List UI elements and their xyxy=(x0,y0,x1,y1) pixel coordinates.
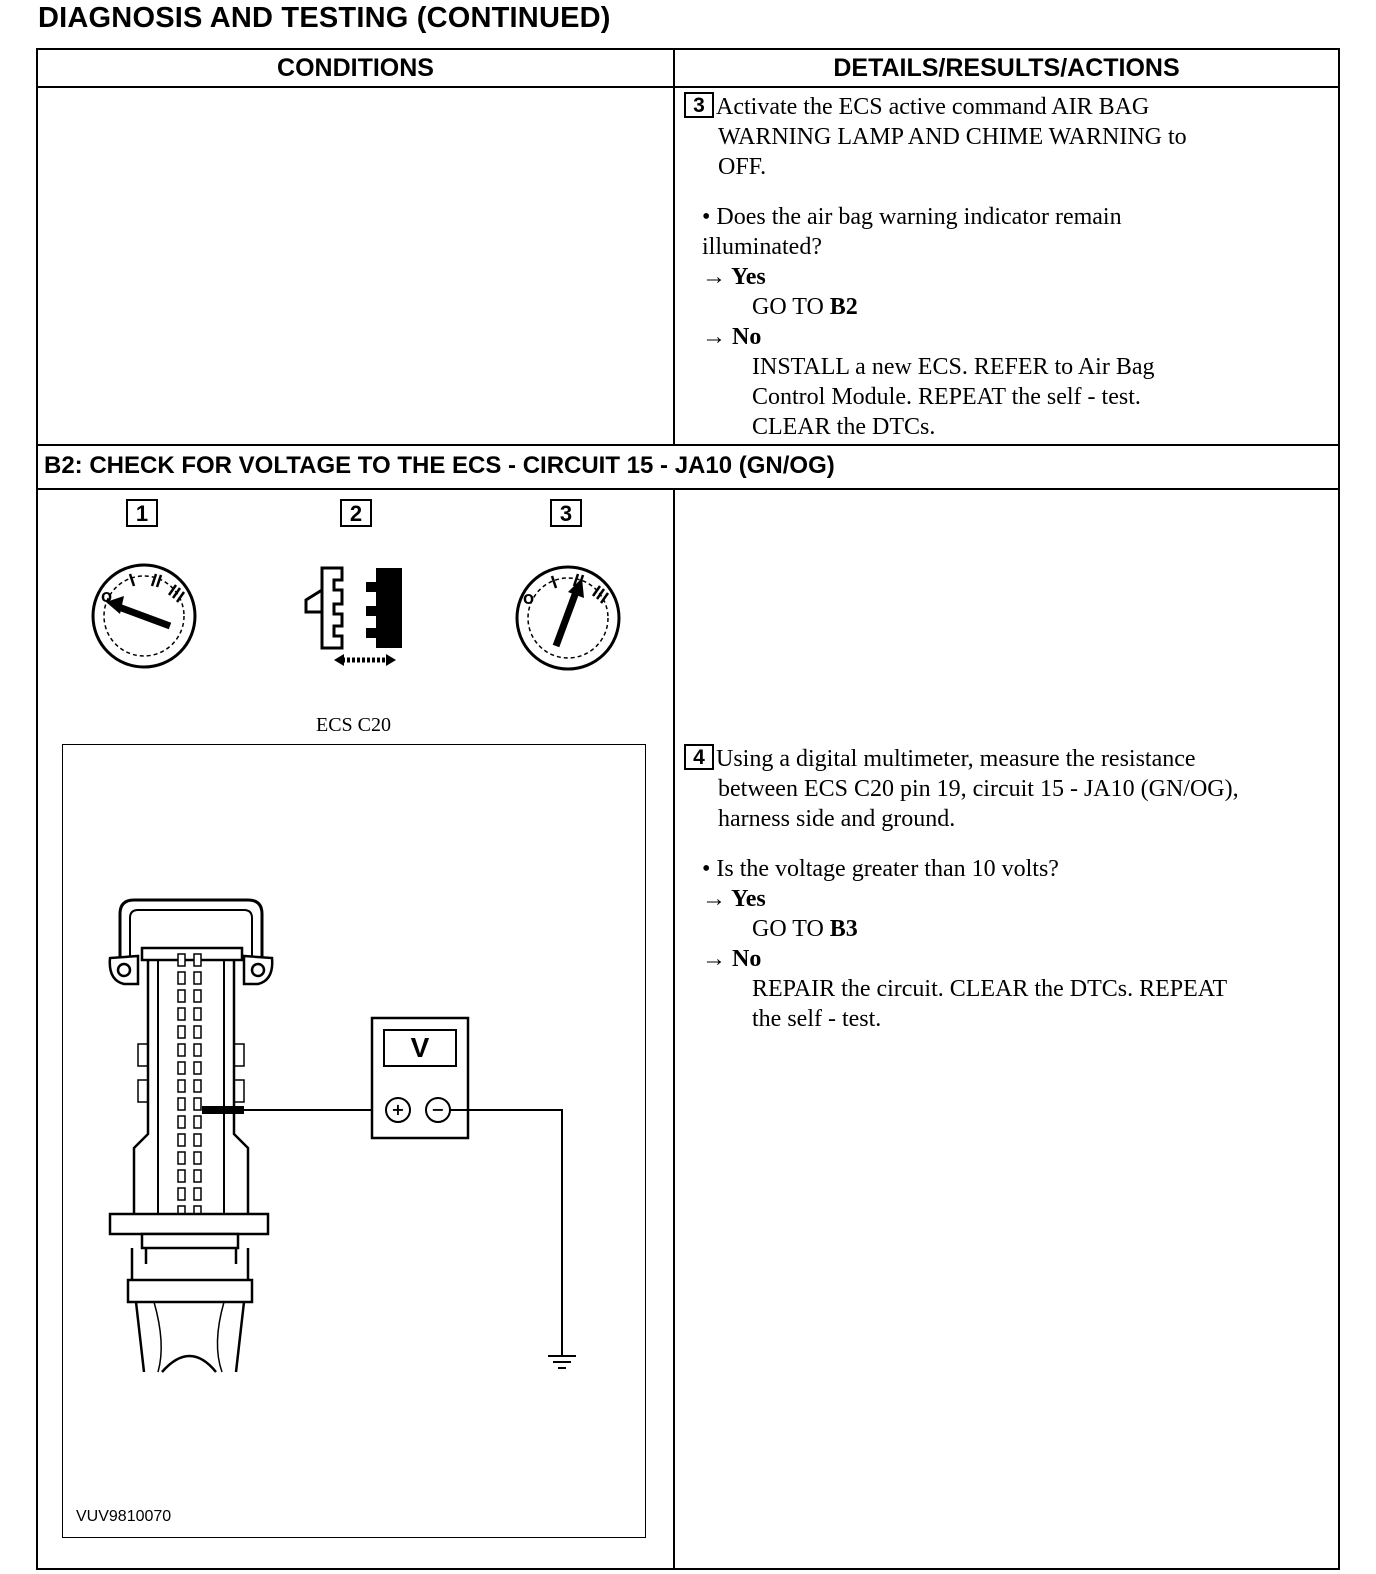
step-3-no-label: → No xyxy=(702,324,762,350)
svg-text:O: O xyxy=(101,591,112,606)
step-4-yes-target: B3 xyxy=(829,916,858,942)
icon-number-1: 1 xyxy=(126,499,158,527)
step-4-instruction-line3: harness side and ground. xyxy=(718,806,956,832)
icon-number-2: 2 xyxy=(340,499,372,527)
wiring-diagram-frame xyxy=(62,744,646,1538)
header-conditions: CONDITIONS xyxy=(277,54,434,82)
step-3-instruction-line3: OFF. xyxy=(718,154,767,180)
figure-id: VUV9810070 xyxy=(76,1508,172,1525)
step-4-no-label: → No xyxy=(702,946,762,972)
ignition-on-icon: O xyxy=(515,565,621,671)
column-divider-upper xyxy=(673,48,675,445)
step-3-no-action-line3: CLEAR the DTCs. xyxy=(752,414,936,440)
section-divider-top xyxy=(36,444,1340,446)
step-3-question-line2: illuminated? xyxy=(702,234,822,260)
step-3-instruction-line1: Activate the ECS active command AIR BAG xyxy=(716,94,1150,120)
section-b2-title: B2: CHECK FOR VOLTAGE TO THE ECS - CIRCU… xyxy=(44,452,835,479)
meter-display-label: V xyxy=(410,1032,430,1063)
step-3-question-line1: • Does the air bag warning indicator rem… xyxy=(702,204,1122,230)
step-3-number: 3 xyxy=(684,92,714,118)
page-title: DIAGNOSIS AND TESTING (CONTINUED) xyxy=(38,2,611,34)
step-3-yes-action: GO TO xyxy=(752,294,830,320)
step-3-yes-label: → Yes xyxy=(702,264,766,290)
section-divider-bottom xyxy=(36,488,1340,490)
ignition-off-icon: O xyxy=(91,563,197,669)
connector-disconnect-icon xyxy=(304,566,402,666)
column-divider-lower xyxy=(673,488,675,1570)
step-4-number: 4 xyxy=(684,744,714,770)
header-divider xyxy=(36,86,1340,88)
step-3-no-action-line2: Control Module. REPEAT the self - test. xyxy=(752,384,1141,410)
connector-label: ECS C20 xyxy=(316,714,392,736)
step-4-instruction-line1: Using a digital multimeter, measure the … xyxy=(716,746,1196,772)
step-3-instruction-line2: WARNING LAMP AND CHIME WARNING to xyxy=(718,124,1187,150)
step-4-no-action-line1: REPAIR the circuit. CLEAR the DTCs. REPE… xyxy=(752,976,1228,1002)
step-4-instruction-line2: between ECS C20 pin 19, circuit 15 - JA1… xyxy=(718,776,1239,802)
diagnosis-table xyxy=(36,48,1340,1570)
step-4-yes-action: GO TO xyxy=(752,916,830,942)
step-3-yes-target: B2 xyxy=(829,294,858,320)
step-4-yes-label: → Yes xyxy=(702,886,766,912)
meter-minus-terminal: − xyxy=(431,1100,445,1119)
meter-plus-terminal: + xyxy=(391,1100,405,1119)
icon-number-3: 3 xyxy=(550,499,582,527)
step-4-no-action-line2: the self - test. xyxy=(752,1006,882,1032)
step-4-question: • Is the voltage greater than 10 volts? xyxy=(702,856,1059,882)
step-3-no-action-line1: INSTALL a new ECS. REFER to Air Bag xyxy=(752,354,1155,380)
header-details: DETAILS/RESULTS/ACTIONS xyxy=(833,54,1180,82)
svg-text:O: O xyxy=(523,593,534,608)
wiring-diagram xyxy=(108,898,576,1373)
